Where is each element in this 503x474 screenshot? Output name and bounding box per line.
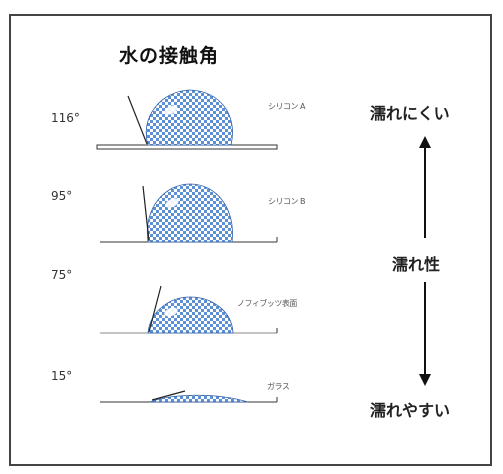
droplet-2 [146,183,233,243]
droplet-highlight-2 [165,198,179,208]
droplet-row-4 [100,390,278,403]
angle-label-3: 75° [51,268,73,282]
wettability-low-label: 濡れにくい [370,104,450,123]
material-label-2: シリコン B [268,197,306,206]
figure-frame [9,14,492,466]
material-label-1: シリコン A [268,102,306,111]
droplet-highlight-3 [164,307,178,317]
substrate-plate-1 [96,144,278,150]
droplet-highlight-1 [164,105,178,115]
droplet-row-2 [100,183,278,243]
wettability-high-label: 濡れやすい [370,401,451,420]
wettability-arrow [419,136,431,386]
droplet-3 [147,296,234,334]
droplet-row-1 [96,89,278,150]
droplet-row-3 [100,285,278,334]
figure-title: 水の接触角 [119,45,220,67]
droplet-4 [149,394,249,403]
arrow-head-down [419,374,431,386]
angle-label-1: 116° [51,111,80,125]
tangent-line-4 [151,390,186,401]
arrow-head-up [419,136,431,148]
droplet-1 [146,89,233,146]
material-label-3: ノフィブッツ表面 [237,299,297,308]
material-label-4: ガラス [267,382,290,391]
tangent-line-3 [148,285,162,333]
tangent-line-1 [127,95,148,145]
angle-label-4: 15° [51,369,73,383]
wettability-axis-label: 濡れ性 [392,255,441,274]
angle-label-2: 95° [51,189,73,203]
tangent-line-2 [142,185,150,242]
